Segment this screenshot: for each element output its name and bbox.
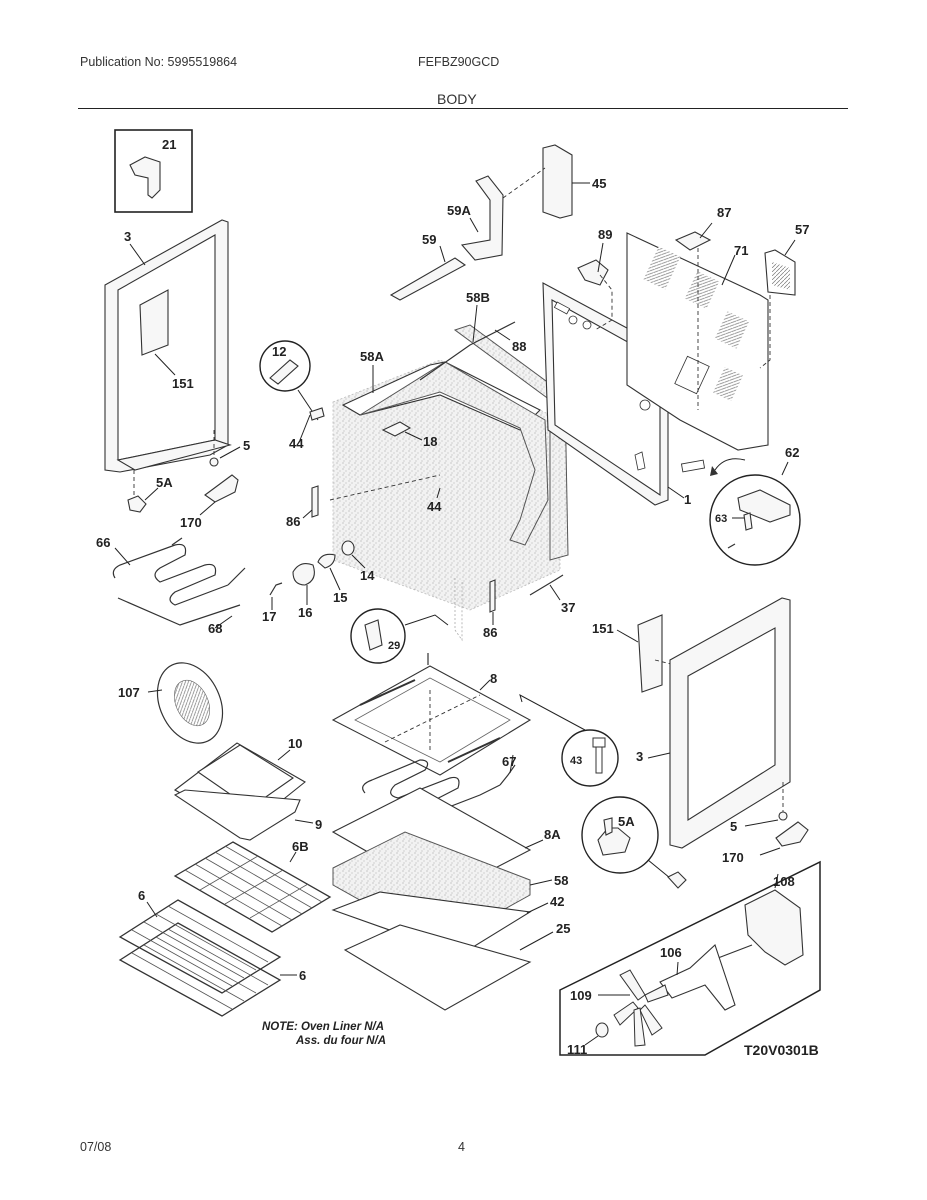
broil-element-assembly: 66 68	[96, 535, 246, 636]
label-58: 58	[554, 873, 568, 888]
note-line-2: Ass. du four N/A	[295, 1035, 386, 1047]
label-5A-right: 5A	[618, 814, 635, 829]
label-8: 8	[490, 671, 497, 686]
oven-racks: 6B 6 6	[118, 839, 332, 1017]
part-62-terminal-block-inset: 62 63	[680, 445, 801, 566]
label-63: 63	[715, 513, 727, 525]
label-16: 16	[298, 605, 312, 620]
label-1: 1	[684, 492, 691, 507]
label-66: 66	[96, 535, 110, 550]
broiler-pan-assembly: 10 9	[173, 736, 322, 841]
label-6-upper: 6	[138, 888, 145, 903]
label-8A: 8A	[544, 827, 561, 842]
part-3-right-side-panel: 151 3 5 170	[592, 597, 809, 865]
label-12: 12	[272, 344, 286, 359]
label-58A: 58A	[360, 349, 384, 364]
label-29: 29	[388, 640, 400, 652]
label-3-left: 3	[124, 229, 131, 244]
label-89: 89	[598, 227, 612, 242]
label-21: 21	[162, 137, 176, 152]
publication-number: Publication No: 5995519864	[80, 55, 238, 69]
label-5-right: 5	[730, 819, 737, 834]
label-108: 108	[773, 874, 795, 889]
part-107-fan-cover: 107	[118, 662, 224, 744]
oven-bottom-stack: 8 67 8A 58 42 25	[331, 653, 570, 1011]
label-87: 87	[717, 205, 731, 220]
label-5A-left: 5A	[156, 475, 173, 490]
label-17: 17	[262, 609, 276, 624]
label-67: 67	[502, 754, 516, 769]
label-9: 9	[315, 817, 322, 832]
label-6B: 6B	[292, 839, 309, 854]
label-71: 71	[734, 243, 748, 258]
label-151-right: 151	[592, 621, 614, 636]
label-44-mid: 44	[427, 499, 442, 514]
header-divider	[78, 108, 848, 109]
label-6-lower: 6	[299, 968, 306, 983]
vent-duct-parts: 45 59A 59	[389, 144, 606, 301]
convection-fan-inset: 108 106 109 111 T20V0301B	[559, 860, 821, 1058]
part-3-left-side-panel: 3 151	[104, 219, 232, 473]
label-88: 88	[512, 339, 526, 354]
label-107: 107	[118, 685, 140, 700]
label-45: 45	[592, 176, 606, 191]
label-15: 15	[333, 590, 347, 605]
label-109: 109	[570, 988, 592, 1003]
footer-date: 07/08	[80, 1140, 112, 1154]
parts-58B-88: 58B 88	[419, 290, 526, 381]
drawing-code: T20V0301B	[744, 1042, 819, 1058]
label-111: 111	[567, 1042, 587, 1057]
label-58B: 58B	[466, 290, 490, 305]
parts-86-37: 86 37	[483, 574, 575, 640]
part-89-bracket: 89	[577, 227, 612, 331]
label-44-top: 44	[289, 436, 304, 451]
label-5-left: 5	[243, 438, 250, 453]
label-170-right: 170	[722, 850, 744, 865]
label-86-left: 86	[286, 514, 300, 529]
label-3-right: 3	[636, 749, 643, 764]
label-57: 57	[795, 222, 809, 237]
label-151-left: 151	[172, 376, 194, 391]
label-37: 37	[561, 600, 575, 615]
part-43-bolt-inset: 43	[519, 693, 619, 787]
part-12-inset: 12 44	[259, 340, 325, 451]
label-43: 43	[570, 755, 582, 767]
section-title: BODY	[437, 91, 477, 107]
label-42: 42	[550, 894, 564, 909]
label-106: 106	[660, 945, 682, 960]
oven-liner-note: NOTE: Oven Liner N/A Ass. du four N/A	[262, 1021, 386, 1047]
label-68: 68	[208, 621, 222, 636]
part-21-inset: 21	[114, 129, 193, 213]
label-18: 18	[423, 434, 437, 449]
label-10: 10	[288, 736, 302, 751]
part-29-inset: 29	[350, 608, 449, 664]
note-line-1: NOTE: Oven Liner N/A	[262, 1021, 384, 1033]
footer-page-number: 4	[458, 1140, 465, 1154]
label-86-right: 86	[483, 625, 497, 640]
oven-light-assembly: 14 15 16 17	[262, 540, 375, 624]
label-14: 14	[360, 568, 375, 583]
label-62: 62	[785, 445, 799, 460]
label-25: 25	[556, 921, 570, 936]
label-59A: 59A	[447, 203, 471, 218]
model-number: FEFBZ90GCD	[418, 55, 500, 69]
oven-cavity: 58A 18 86 44	[286, 324, 569, 642]
hinge-hardware-left: 5 5A 170	[127, 430, 250, 530]
part-71-back-panel: 71 87 57	[626, 205, 809, 451]
part-5A-right-inset: 5A	[581, 796, 687, 889]
label-59: 59	[422, 232, 436, 247]
label-170-left: 170	[180, 515, 202, 530]
